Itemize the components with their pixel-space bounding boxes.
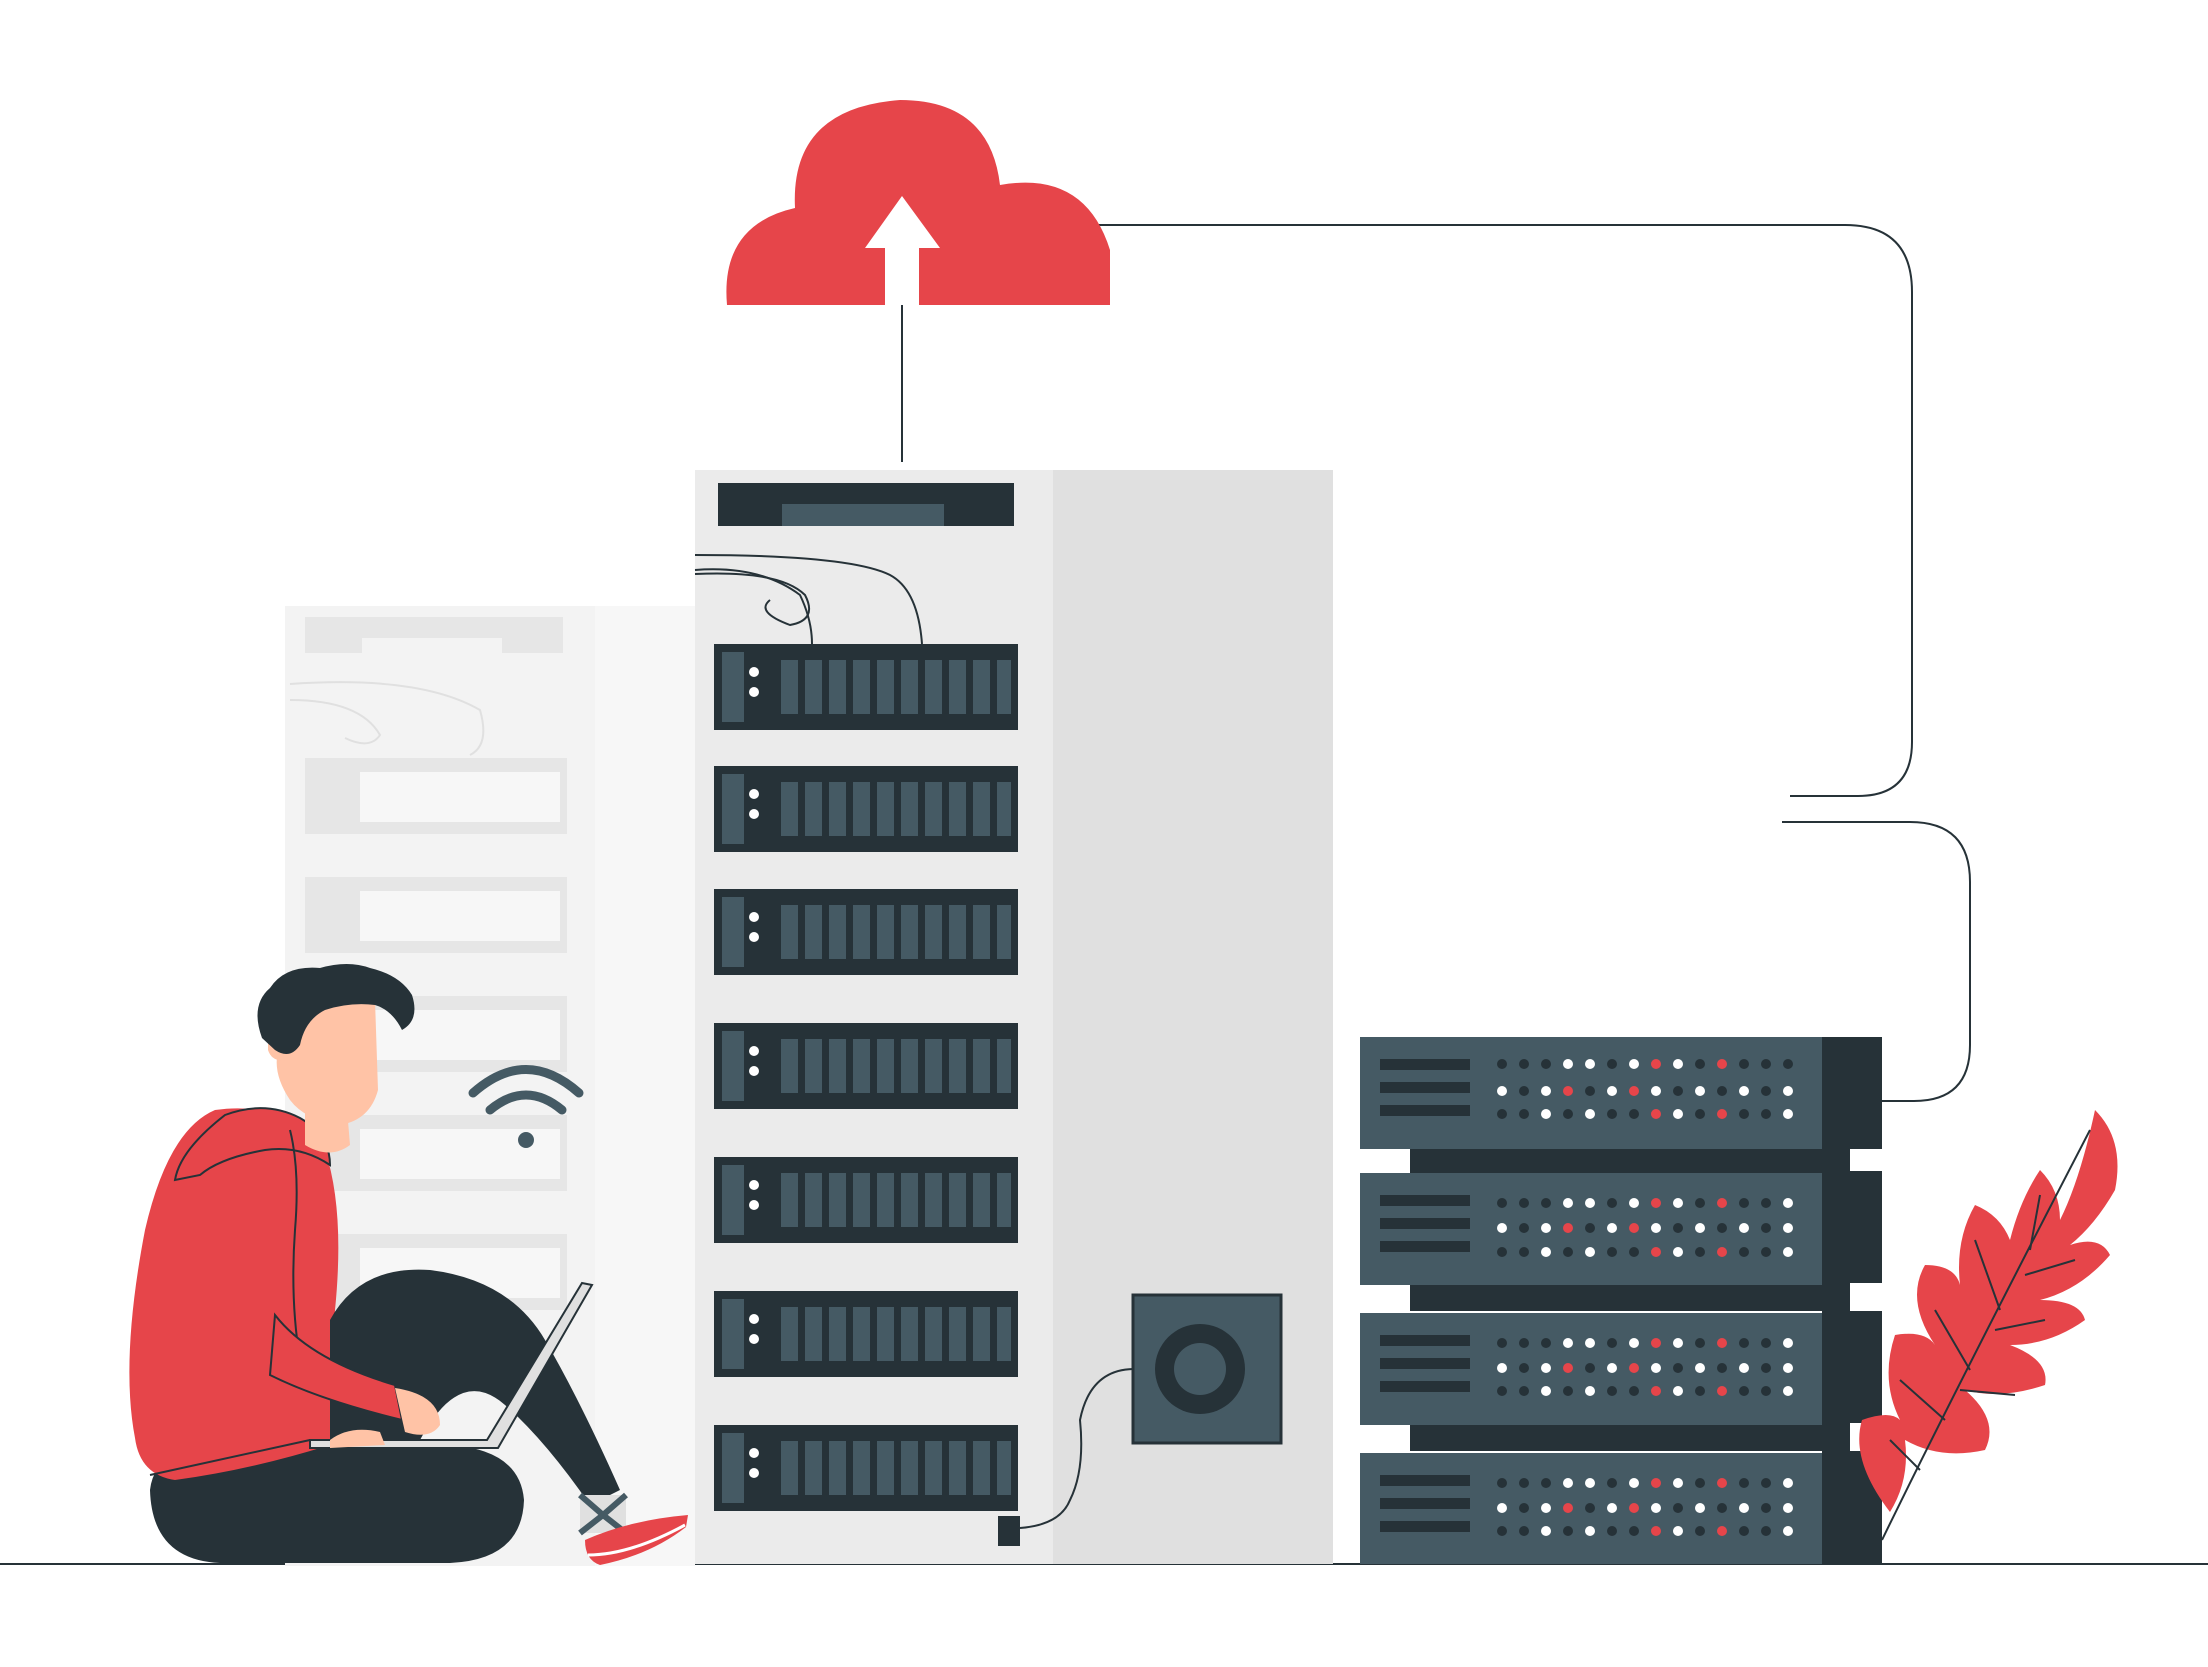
hand <box>395 1388 440 1435</box>
rack-drive <box>714 889 1018 975</box>
hair-icon <box>257 964 415 1054</box>
arm <box>268 1312 404 1422</box>
back-rack-drive <box>305 758 567 834</box>
rack-drive <box>714 644 1018 730</box>
speaker-icon <box>998 1293 1283 1546</box>
back-rack-drive <box>305 877 567 953</box>
server-unit <box>1360 1453 1822 1564</box>
hand <box>330 1429 385 1448</box>
laptop-icon <box>309 1281 594 1449</box>
rack-drive <box>714 1291 1018 1377</box>
rack-drive <box>714 1425 1018 1511</box>
person-body <box>150 1438 524 1563</box>
rack-drive <box>714 766 1018 852</box>
back-leg <box>330 1269 620 1505</box>
server-unit <box>1360 1313 1822 1425</box>
server-unit <box>1360 1037 1822 1149</box>
rack-drive <box>714 1157 1018 1243</box>
network-cable <box>1095 224 1913 797</box>
status-lights <box>1497 1059 1793 1119</box>
person-with-laptop <box>129 964 688 1565</box>
cloud-upload-icon <box>726 100 1110 462</box>
status-lights <box>1497 1478 1793 1536</box>
status-lights <box>1497 1198 1793 1257</box>
server-stack <box>1410 1037 1882 1563</box>
wifi-icon <box>468 1065 584 1148</box>
rack-drive <box>714 1023 1018 1109</box>
hoodie <box>129 1108 339 1480</box>
plant-leaf-icon <box>1859 1110 2118 1541</box>
server-unit <box>1360 1173 1822 1285</box>
status-lights <box>1497 1338 1793 1396</box>
network-cable-lower <box>1782 821 1971 1102</box>
